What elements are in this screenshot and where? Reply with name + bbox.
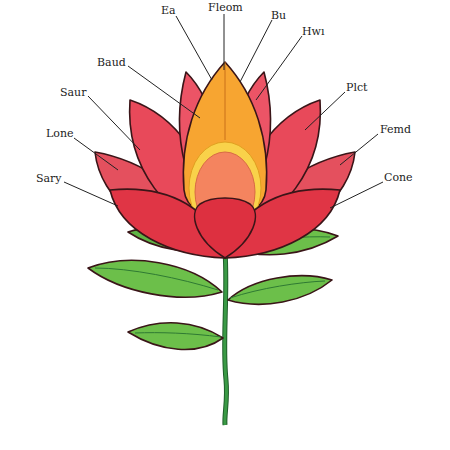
- leader-line: [240, 20, 272, 82]
- leaf-vein: [95, 268, 218, 290]
- part-label: Sary: [36, 172, 62, 185]
- part-label: Hwı: [302, 25, 325, 38]
- leader-line: [340, 134, 378, 165]
- part-label: Lone: [46, 127, 74, 140]
- part-label: Cone: [384, 171, 413, 184]
- part-label: Ea: [161, 4, 176, 17]
- part-label: Femd: [380, 123, 411, 136]
- part-label: Bu: [271, 9, 286, 22]
- leaf: [228, 276, 332, 305]
- leader-line: [256, 36, 302, 100]
- leaf-vein: [230, 281, 325, 298]
- part-label: Baud: [97, 56, 126, 69]
- leaf: [88, 260, 222, 297]
- leader-line: [64, 182, 118, 206]
- bud-line: [225, 62, 226, 140]
- leader-line: [128, 66, 200, 118]
- leader-line: [88, 96, 140, 150]
- leader-line: [176, 16, 212, 80]
- part-label: Fleom: [208, 1, 243, 14]
- stem: [225, 250, 227, 425]
- part-label: Plct: [346, 81, 368, 94]
- leaf: [128, 323, 223, 350]
- leader-line: [74, 138, 118, 170]
- leader-line: [305, 92, 345, 130]
- leader-line: [224, 14, 225, 70]
- petal: [195, 198, 256, 258]
- leader-line: [330, 182, 383, 208]
- part-label: Saur: [60, 86, 86, 99]
- stem: [225, 250, 227, 425]
- leaf-vein: [135, 333, 221, 337]
